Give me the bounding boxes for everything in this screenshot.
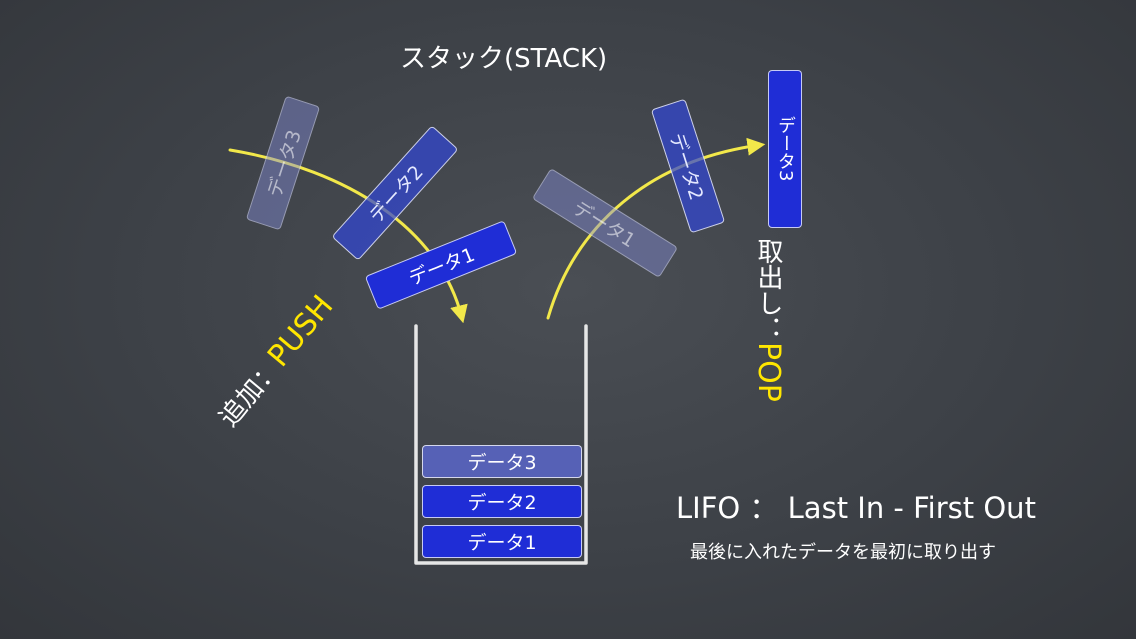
pop-label-keyword: POP: [751, 342, 786, 402]
pop-label: 取出し：POP: [750, 238, 787, 402]
lifo-caption: 最後に入れたデータを最初に取り出す: [690, 542, 996, 563]
stack-item-data1: データ1: [422, 525, 582, 558]
stack-item-data2: データ2: [422, 485, 582, 518]
diagram-title: スタック(STACK): [400, 44, 608, 74]
pop-card-data3: データ3: [768, 70, 802, 228]
lifo-title: LIFO ： Last In - First Out: [676, 491, 1036, 525]
stack-item-data3: データ3: [422, 445, 582, 478]
pop-arrow: [546, 137, 766, 320]
pop-label-prefix: 取出し：: [753, 238, 783, 342]
stack-container: [414, 324, 588, 565]
